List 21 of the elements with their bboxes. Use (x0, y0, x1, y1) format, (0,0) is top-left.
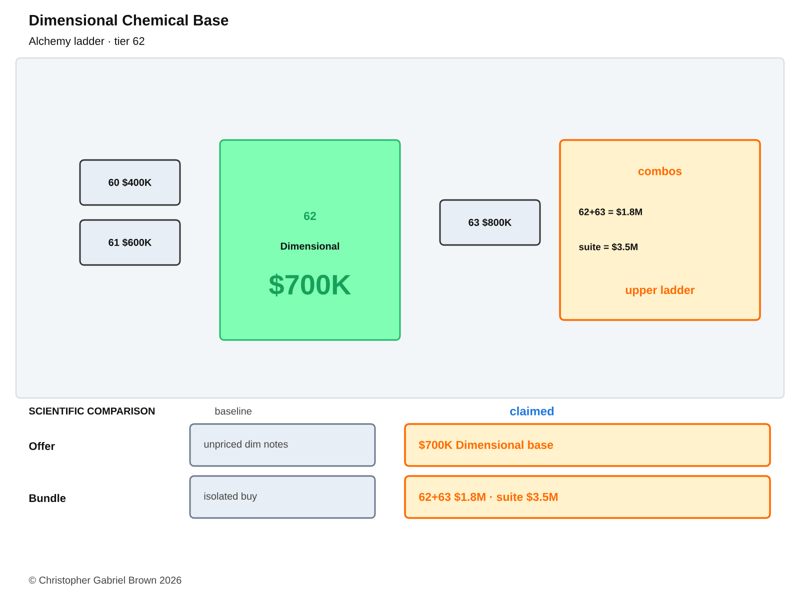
baseline-cell: isolated buy (189, 475, 376, 519)
price-text: $700K (269, 274, 351, 296)
column-heading: baseline (215, 407, 252, 415)
claimed-cell: $700K Dimensional base (404, 423, 771, 467)
tier-name: Dimensional (280, 242, 340, 250)
card-footer: upper ladder (626, 286, 695, 296)
tier-box: 63 $800K (439, 199, 541, 246)
baseline-cell: unpriced dim notes (189, 423, 376, 467)
subtitle: Alchemy ladder · tier 62 (28, 36, 144, 48)
tier-box: 61 $600K (79, 219, 181, 266)
tier-box: 60 $400K (79, 159, 181, 206)
tier-number: 62 (304, 212, 316, 220)
card-heading: combos (638, 166, 682, 176)
row-label: Bundle (29, 494, 66, 502)
combo-price: 62+63 = $1.8M (579, 208, 642, 216)
copyright-note: © Christopher Gabriel Brown 2026 (28, 576, 182, 586)
claimed-cell: 62+63 $1.8M · suite $3.5M (404, 475, 771, 519)
section-heading: SCIENTIFIC COMPARISON (29, 407, 155, 415)
combo-price: suite = $3.5M (579, 243, 638, 251)
row-label: Offer (29, 442, 55, 450)
title: Dimensional Chemical Base (30, 14, 228, 26)
